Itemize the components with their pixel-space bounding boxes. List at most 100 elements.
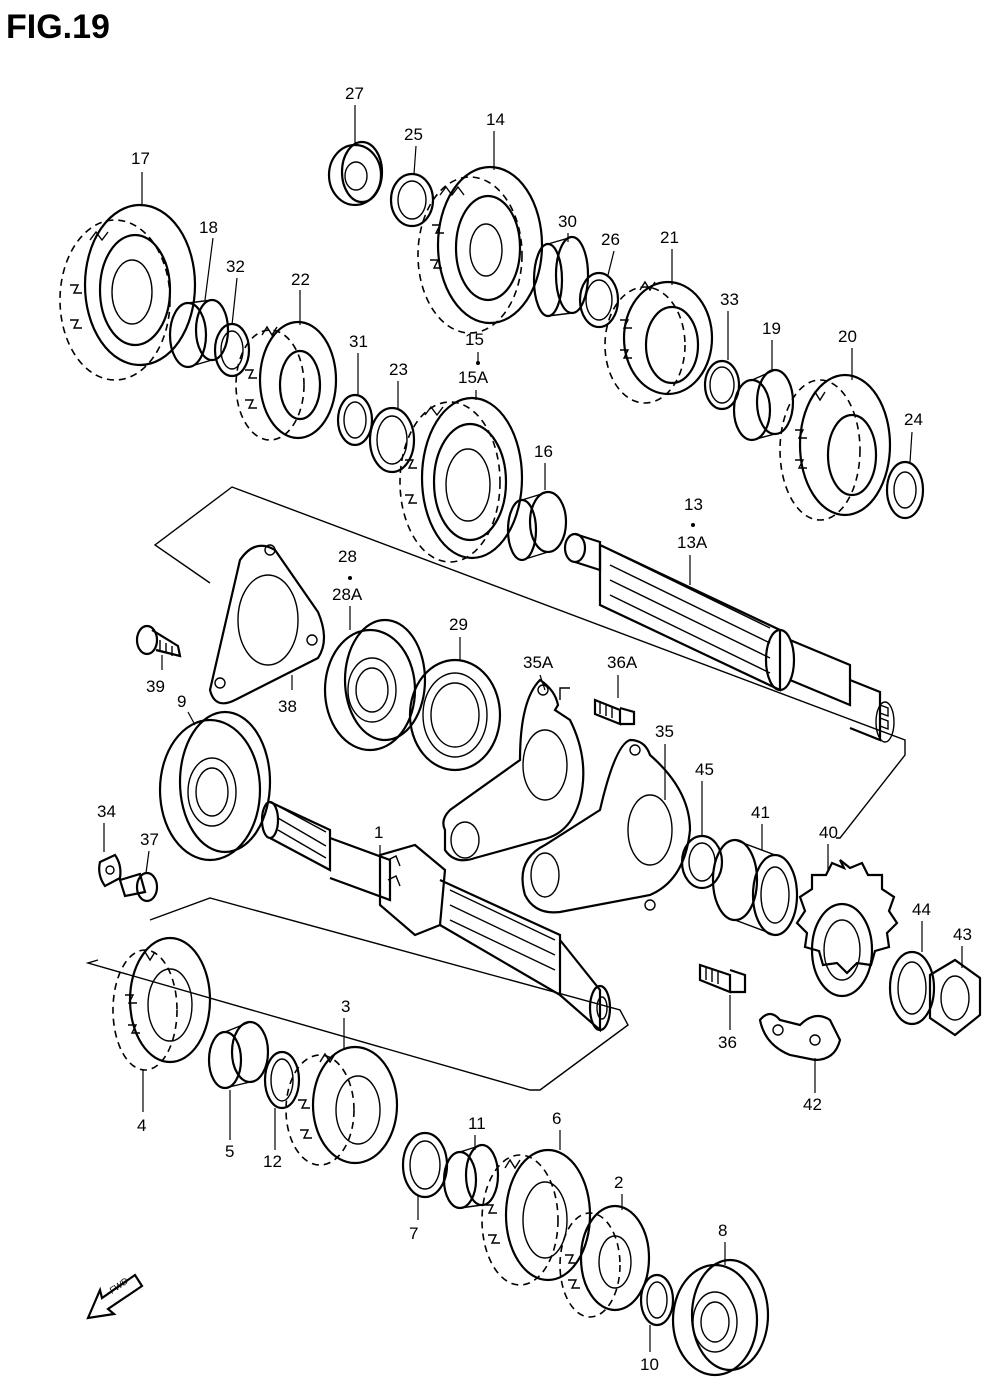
part-10-washer [639, 1273, 675, 1327]
callout-35a: 35A [523, 653, 554, 672]
callout-44: 44 [912, 900, 931, 919]
callout-25: 25 [404, 125, 423, 144]
figure-title: FIG.19 [6, 8, 110, 46]
part-43-nut [928, 958, 982, 1037]
callout-leaders [103, 105, 963, 1352]
callout-29: 29 [449, 615, 468, 634]
leader-line [413, 145, 417, 175]
callout-40: 40 [819, 823, 838, 842]
callout-36: 36 [718, 1033, 737, 1052]
leader-line [231, 277, 238, 326]
callout-2: 2 [614, 1173, 623, 1192]
part-19-needle-bearing [732, 368, 795, 442]
callout-30: 30 [558, 212, 577, 231]
part-22-gear [235, 320, 338, 441]
part-7-washer [401, 1131, 449, 1199]
part-27-bearing [327, 140, 384, 207]
part-14-gear [417, 165, 544, 334]
callout-17: 17 [131, 149, 150, 168]
fwd-arrow-icon: FWD [86, 1273, 144, 1320]
callout-36a: 36A [607, 653, 638, 672]
part-37-screw [118, 871, 159, 903]
leader-line [145, 850, 150, 874]
callout-8: 8 [718, 1221, 727, 1240]
label-separator-dot [348, 576, 352, 580]
part-23-washer [368, 406, 416, 474]
callout-4: 4 [137, 1116, 146, 1135]
part-15-gear [399, 396, 524, 563]
label-separator-dot [691, 523, 695, 527]
part-11-bushing [442, 1143, 500, 1210]
part-8-bearing [671, 1258, 770, 1377]
callout-28: 28 [338, 547, 357, 566]
part-41-spacer [711, 838, 799, 937]
part-28-bearing [323, 618, 427, 752]
callout-labels: 1 2 3 4 5 6 7 8 9 10 11 12 13 13A 14 15 … [97, 84, 972, 1374]
part-39-screw [135, 624, 182, 658]
fwd-label: FWD [107, 1275, 130, 1295]
label-separator-dot [476, 361, 480, 365]
callout-12: 12 [263, 1152, 282, 1171]
callout-27: 27 [345, 84, 364, 103]
callout-13a: 13A [677, 533, 708, 552]
callout-3: 3 [341, 997, 350, 1016]
part-17-gear [59, 203, 197, 381]
callout-15: 15 [465, 330, 484, 349]
part-16-bushing [506, 490, 568, 562]
callout-35: 35 [655, 722, 674, 741]
callout-16: 16 [534, 442, 553, 461]
part-25-washer [389, 172, 435, 228]
callout-10: 10 [640, 1355, 659, 1374]
callout-41: 41 [751, 803, 770, 822]
lower-assembly-frame [85, 897, 629, 1091]
leader-line [204, 237, 214, 301]
leader-line [607, 250, 615, 276]
part-44-washer [888, 950, 936, 1026]
part-31-circlip [336, 393, 374, 447]
callout-42: 42 [803, 1095, 822, 1114]
part-35a-stopper [442, 678, 585, 862]
callout-37: 37 [140, 830, 159, 849]
callout-23: 23 [389, 360, 408, 379]
part-30-bushing [532, 235, 590, 318]
callout-6: 6 [552, 1109, 561, 1128]
part-2-gear [559, 1204, 651, 1318]
part-4-gear [112, 936, 212, 1071]
part-24-splined-washer [885, 460, 925, 520]
callout-22: 22 [291, 270, 310, 289]
part-29-oil-seal [408, 658, 502, 772]
part-40-sprocket [795, 859, 899, 998]
leader-line [539, 674, 546, 691]
part-5-bushing [207, 1020, 270, 1090]
callout-5: 5 [225, 1142, 234, 1161]
callout-7: 7 [409, 1224, 418, 1243]
part-12-circlip [263, 1050, 301, 1110]
callout-24: 24 [904, 410, 923, 429]
callout-38: 38 [278, 697, 297, 716]
callout-28a: 28A [332, 585, 363, 604]
callout-34: 34 [97, 802, 116, 821]
callout-9: 9 [177, 692, 186, 711]
callout-32: 32 [226, 257, 245, 276]
part-36-bolt [698, 963, 747, 994]
callout-19: 19 [762, 319, 781, 338]
part-9-bearing [158, 710, 272, 862]
callout-14: 14 [486, 110, 505, 129]
callout-1: 1 [374, 823, 383, 842]
part-13-countershaft [563, 532, 895, 743]
callout-33: 33 [720, 290, 739, 309]
callout-21: 21 [660, 228, 679, 247]
part-32-circlip [213, 322, 251, 378]
leader-line [909, 431, 913, 463]
upper-assembly-frame [153, 486, 906, 839]
callout-11: 11 [468, 1114, 486, 1133]
part-33-circlip [703, 359, 741, 411]
callout-45: 45 [695, 760, 714, 779]
part-18-splined-bushing [168, 298, 230, 369]
callout-26: 26 [601, 230, 620, 249]
callout-20: 20 [838, 327, 857, 346]
callout-18: 18 [199, 218, 218, 237]
part-36a-bolt [593, 698, 636, 726]
callout-15a: 15A [458, 368, 489, 387]
